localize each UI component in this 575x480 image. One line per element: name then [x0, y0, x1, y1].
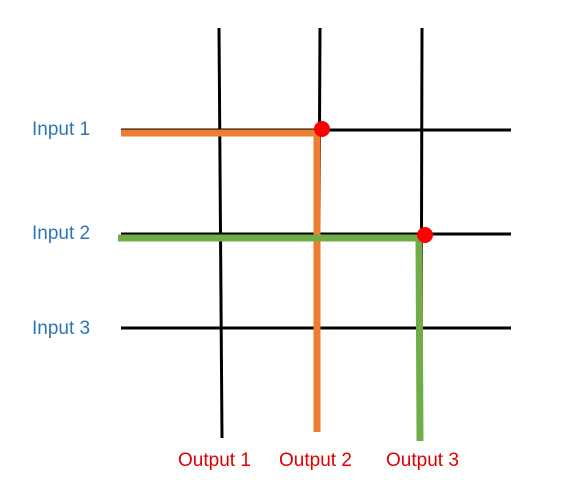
junction-dot-input2-output3 [417, 227, 433, 243]
output-label-2: Output 2 [279, 450, 352, 471]
connection-path-input2-output3 [118, 234, 424, 442]
input-label-1: Input 1 [32, 119, 91, 140]
input-label-2: Input 2 [32, 223, 91, 244]
input-label-3: Input 3 [32, 318, 91, 339]
output-label-1: Output 1 [178, 450, 251, 471]
output-line-1 [217, 27, 224, 439]
junction-dot-input1-output2 [314, 121, 330, 137]
output-label-3: Output 3 [386, 450, 459, 471]
